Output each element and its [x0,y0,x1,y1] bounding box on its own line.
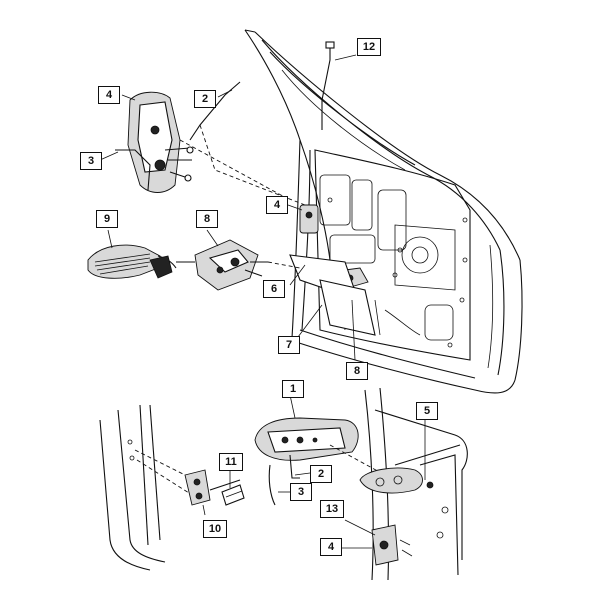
door-shell [244,29,523,394]
leader-lines [99,54,426,549]
handle-bracket [176,239,301,291]
callout-2: 2 [194,90,216,108]
callout-13: 13 [320,500,344,518]
callout-7: 7 [278,336,300,354]
latch-assembly [115,81,306,206]
callout-9: 9 [96,210,118,228]
outside-handle [87,244,177,279]
callout-5: 5 [416,402,438,420]
callout-1: 1 [282,380,304,398]
callout-4: 4 [320,538,342,556]
callout-10: 10 [203,520,227,538]
callout-11: 11 [219,453,243,471]
callout-4: 4 [266,196,288,214]
b-pillar-detail [99,404,201,571]
striker-and-screw [184,469,245,506]
callout-4: 4 [98,86,120,104]
callout-2: 2 [310,465,332,483]
callout-12: 12 [357,38,381,56]
callout-3: 3 [290,483,312,501]
callout-6: 6 [263,280,285,298]
body-pillar-right [359,387,468,581]
callout-3: 3 [80,152,102,170]
inside-handle-assembly [254,417,386,506]
callout-8: 8 [196,210,218,228]
callout-8: 8 [346,362,368,380]
